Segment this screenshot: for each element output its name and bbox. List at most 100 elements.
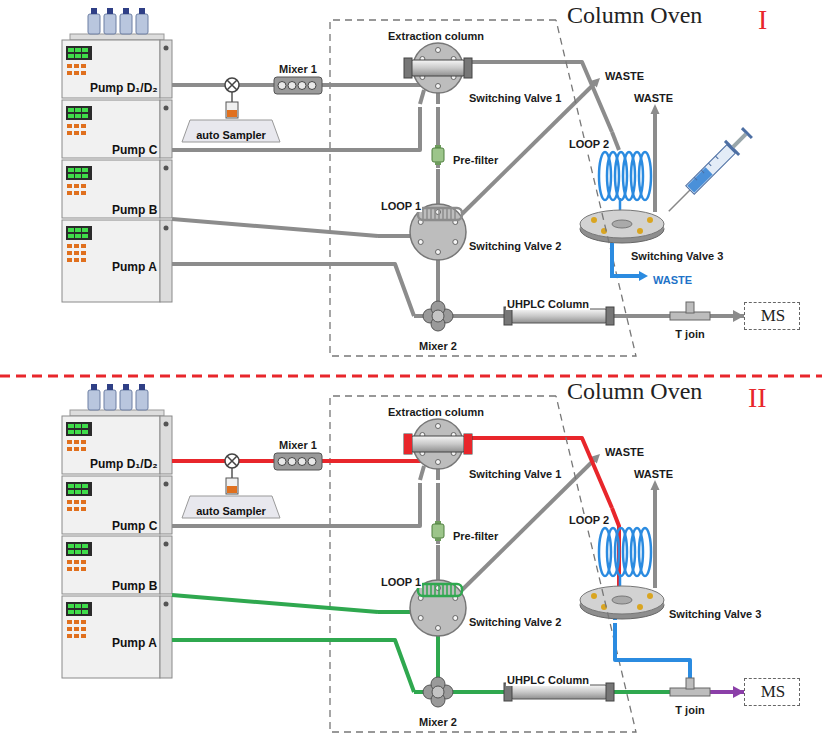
- part-label: WASTE: [633, 92, 674, 104]
- tubing-connector: [712, 310, 744, 322]
- pump-module: [74, 124, 79, 128]
- tubing-line: [270, 83, 272, 87]
- pump-module: [67, 191, 72, 195]
- pump-module: [62, 160, 160, 218]
- text-holder: T join: [674, 700, 705, 718]
- valve-3-disk: [612, 220, 632, 228]
- mixer: Mixer 1: [272, 434, 324, 474]
- oven-region: Column OvenExtraction columnSwitching Va…: [330, 2, 722, 358]
- pump-module: [164, 106, 169, 111]
- pump-module: Pump D₁/D₂: [62, 40, 172, 98]
- loop-1-coil: [423, 585, 455, 595]
- pump-module: [68, 174, 74, 178]
- pump-module: [82, 174, 88, 178]
- tubing-panel-1: [472, 60, 568, 64]
- tubing-connector: [462, 692, 500, 693]
- part-label: LOOP 2: [568, 138, 610, 150]
- pump-module: [74, 64, 79, 68]
- tubing-line: [436, 545, 440, 572]
- tubing-connector: [172, 595, 378, 612]
- solvent-bottles: [91, 8, 97, 14]
- tubing-line: [172, 264, 414, 316]
- mixer-body: [274, 77, 322, 94]
- tubing-connector: [615, 623, 690, 676]
- text-holder: T join: [674, 324, 705, 342]
- tubing-line: [324, 459, 382, 463]
- pump-module: [160, 160, 172, 218]
- pump-label: Pump B: [112, 203, 157, 217]
- pump-module: [67, 71, 72, 75]
- pump-module: [75, 174, 81, 178]
- pump-module: [67, 131, 72, 135]
- autosampler-parts: [231, 92, 233, 102]
- t-joint: T join: [668, 676, 712, 719]
- pump-label: Pump A: [112, 260, 157, 274]
- tubing-panel-2: [378, 610, 411, 614]
- valve-3-disk: [580, 210, 664, 238]
- part-label: Switching Valve 1: [468, 92, 562, 104]
- pump-module: [74, 251, 79, 255]
- text-holder: Pump B: [112, 576, 157, 594]
- mixer-body: [298, 82, 306, 90]
- pump-module: [74, 184, 79, 188]
- arrowhead: [733, 686, 744, 698]
- tubing-line: [172, 595, 378, 612]
- pump-module: [75, 114, 81, 118]
- valve-3-disk: [580, 210, 664, 243]
- solvent-bottles: [136, 14, 148, 34]
- waste-arrowheads-panel-2: [651, 480, 660, 490]
- column-end-red: [404, 434, 412, 454]
- pump-module: [66, 226, 92, 240]
- tubing-connector: [438, 638, 439, 676]
- tubing-panel-1: [420, 90, 424, 104]
- autosampler-parts: [226, 102, 238, 118]
- pump-module: [62, 220, 160, 302]
- mixer: Mixer 2: [414, 676, 462, 731]
- pump-module: [81, 244, 86, 248]
- tubing-connector: [172, 483, 420, 526]
- syringe: [687, 167, 712, 192]
- prefilter-body: [432, 148, 444, 162]
- tubing-connector: [172, 640, 414, 692]
- tubing-connector: [618, 692, 668, 693]
- tubing-panel-1: [194, 62, 712, 316]
- pump-module: [75, 48, 81, 52]
- part-label: Mixer 2: [418, 716, 458, 728]
- tubing-connector: [172, 107, 420, 150]
- solvent-bottles: [70, 8, 164, 40]
- tubing-line: [172, 83, 194, 87]
- pump-module: [68, 54, 74, 58]
- pump-module: [82, 48, 88, 52]
- ms-detector: MS: [744, 678, 800, 706]
- text-holder: Extraction column: [387, 26, 485, 44]
- pump-module: [62, 40, 160, 98]
- syringe: [669, 190, 690, 211]
- pump-module: [62, 220, 172, 302]
- valve-3-disk: [591, 217, 597, 223]
- pump-module: Pump A: [62, 596, 172, 678]
- panel-numeral: II: [748, 382, 767, 414]
- pump-module: Pump D₁/D₂: [62, 416, 172, 474]
- switching-valve: Extraction columnSwitching Valve 1: [382, 24, 568, 107]
- pump-module: [82, 168, 88, 172]
- valve-disk: [436, 84, 441, 89]
- text-holder: Pre-filter: [452, 150, 499, 168]
- text-holder: Switching Valve 2: [468, 612, 562, 630]
- loop-2-coil: [639, 152, 651, 200]
- text-holder: Switching Valve 1: [468, 464, 562, 482]
- tubing-connector: [172, 85, 194, 86]
- uhplc-column-body: [510, 309, 608, 323]
- pump-module: Pump A: [62, 220, 172, 302]
- part-label: T join: [674, 328, 705, 340]
- solvent-bottles: [107, 8, 113, 14]
- part-label: Mixer 1: [278, 63, 318, 75]
- part-label: Pre-filter: [452, 154, 499, 166]
- pump-module: [62, 40, 172, 98]
- instrument-parts-panel-2: [62, 384, 710, 732]
- tubing-line: [462, 690, 500, 694]
- pre-filter: Pre-filter: [430, 144, 508, 169]
- arrowhead: [733, 310, 744, 322]
- part-label: UHPLC Column: [506, 674, 590, 686]
- pump-module: Pump B: [62, 536, 172, 595]
- pump-label: Pump C: [112, 519, 157, 533]
